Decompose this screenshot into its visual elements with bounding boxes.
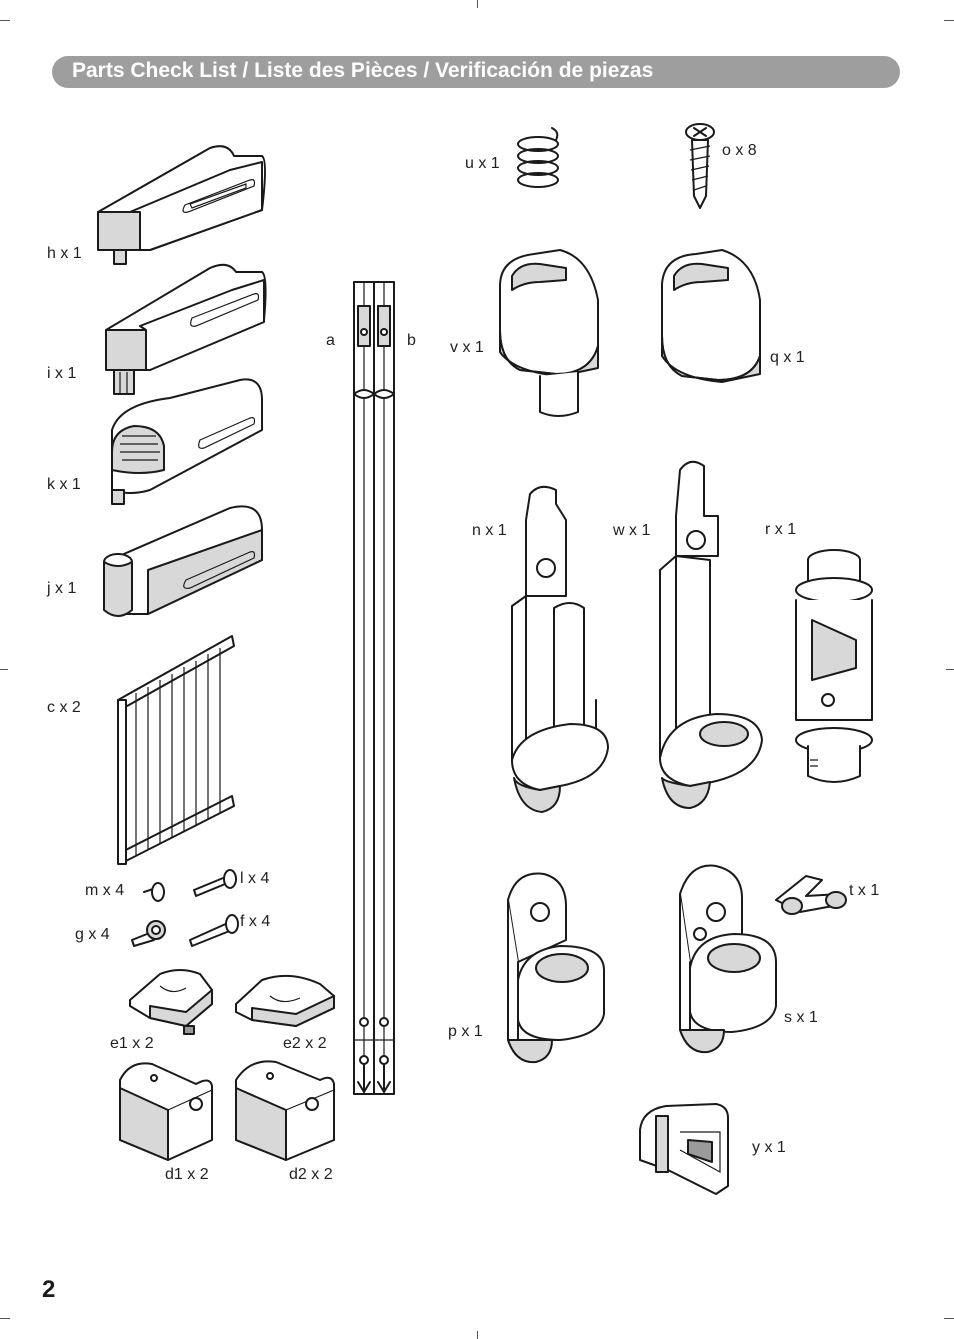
part-label-e1: e1 x 2 xyxy=(110,1035,154,1052)
part-t-illustration xyxy=(775,875,847,915)
header-banner: Parts Check List / Liste des Pièces / Ve… xyxy=(52,56,900,88)
part-s-illustration xyxy=(679,864,777,1054)
part-label-u: u x 1 xyxy=(465,155,500,172)
part-p-illustration xyxy=(507,872,605,1064)
part-h-illustration xyxy=(97,145,266,265)
part-g-illustration xyxy=(131,920,166,947)
part-label-p: p x 1 xyxy=(448,1023,483,1040)
page-number: 2 xyxy=(42,1276,56,1303)
part-label-d2: d2 x 2 xyxy=(289,1166,333,1183)
part-label-k: k x 1 xyxy=(47,476,81,493)
part-k-illustration xyxy=(111,378,263,505)
page-title: Parts Check List / Liste des Pièces / Ve… xyxy=(72,59,654,82)
part-label-n: n x 1 xyxy=(472,522,507,539)
part-f-illustration xyxy=(189,914,239,947)
part-d1-illustration xyxy=(119,1062,213,1161)
part-l-illustration xyxy=(193,869,237,897)
part-label-h: h x 1 xyxy=(47,245,82,262)
part-label-f: f x 4 xyxy=(240,913,271,930)
part-label-w: w x 1 xyxy=(613,522,651,539)
part-m-illustration xyxy=(143,882,165,902)
part-label-s: s x 1 xyxy=(784,1009,818,1026)
crop-mark xyxy=(0,1318,10,1319)
part-j-illustration xyxy=(103,505,263,617)
crop-mark xyxy=(0,20,10,21)
part-label-c: c x 2 xyxy=(47,699,81,716)
part-label-g: g x 4 xyxy=(75,926,110,943)
part-q-illustration xyxy=(661,249,761,383)
part-a-b-illustration xyxy=(353,281,395,1095)
part-o-illustration xyxy=(685,123,715,209)
part-label-a: a xyxy=(326,332,335,349)
part-u-illustration xyxy=(517,127,559,188)
part-label-l: l x 4 xyxy=(240,870,270,887)
part-label-i: i x 1 xyxy=(47,365,77,382)
part-label-b: b xyxy=(407,332,416,349)
part-label-e2: e2 x 2 xyxy=(283,1035,327,1052)
part-r-illustration xyxy=(795,549,873,783)
part-label-j: j x 1 xyxy=(47,580,77,597)
crop-mark xyxy=(944,20,954,21)
part-label-o: o x 8 xyxy=(722,142,757,159)
crop-mark xyxy=(477,1331,478,1339)
part-label-y: y x 1 xyxy=(752,1139,786,1156)
crop-mark xyxy=(944,1318,954,1319)
part-i-illustration xyxy=(105,263,267,395)
part-c-illustration xyxy=(117,635,235,865)
part-v-illustration xyxy=(499,249,599,417)
part-label-t: t x 1 xyxy=(849,882,880,899)
part-label-v: v x 1 xyxy=(450,339,484,356)
crop-mark xyxy=(946,669,954,670)
part-label-m: m x 4 xyxy=(85,882,125,899)
part-label-d1: d1 x 2 xyxy=(165,1166,209,1183)
crop-mark xyxy=(0,669,8,670)
crop-mark xyxy=(477,0,478,8)
part-w-illustration xyxy=(659,460,763,809)
part-n-illustration xyxy=(511,485,609,813)
part-label-r: r x 1 xyxy=(765,521,797,538)
part-y-illustration xyxy=(639,1103,729,1195)
part-d2-illustration xyxy=(235,1060,335,1161)
part-e1-illustration xyxy=(129,969,213,1035)
part-e2-illustration xyxy=(235,974,335,1027)
part-label-q: q x 1 xyxy=(770,349,805,366)
